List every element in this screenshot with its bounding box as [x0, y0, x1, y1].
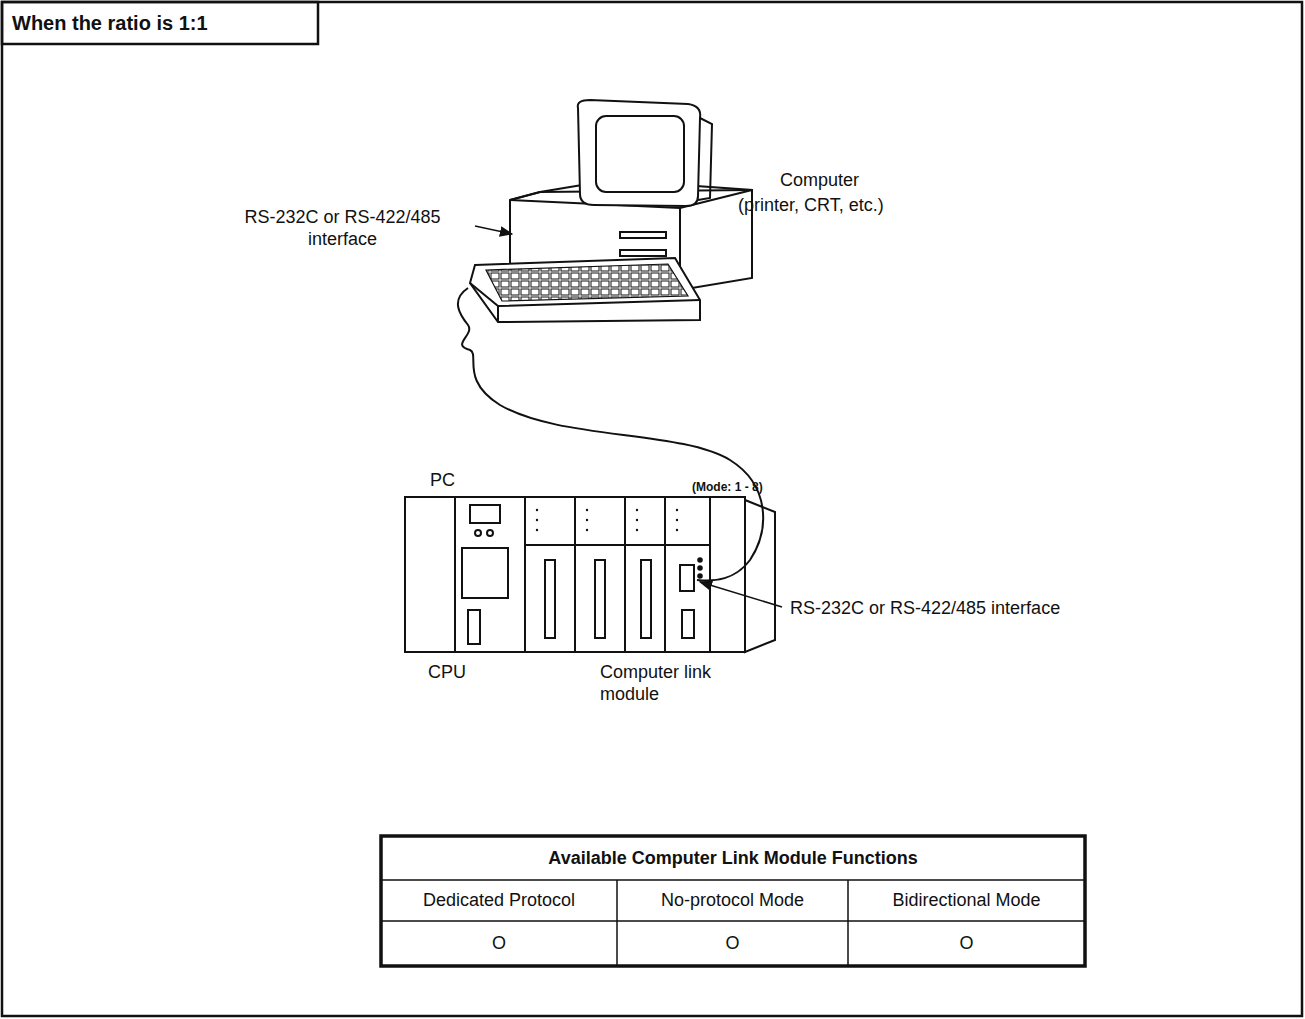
- table-header: Available Computer Link Module Functions: [381, 847, 1085, 869]
- part-label: PC: [430, 469, 470, 491]
- leader-arrow: [700, 582, 782, 607]
- table-cell: Bidirectional Mode: [848, 889, 1085, 911]
- part-label: CPU: [428, 661, 488, 683]
- table-cell: No-protocol Mode: [617, 889, 848, 911]
- table-cell: O: [381, 932, 617, 954]
- title: When the ratio is 1:1: [12, 12, 208, 34]
- mode-label: (Mode: 1 - 8): [692, 480, 802, 494]
- leader-arrow: [475, 226, 512, 234]
- interface-label: RS-232C or RS-422/485 interface: [790, 597, 1150, 619]
- pc-rack-drawing: [405, 497, 775, 652]
- computer-drawing: [470, 100, 752, 322]
- device-label: Computer: [780, 169, 900, 191]
- function-table: [381, 836, 1085, 966]
- part-label: Computer link module: [600, 661, 730, 705]
- table-cell: O: [617, 932, 848, 954]
- title-box: [2, 2, 318, 44]
- table-cell: O: [848, 932, 1085, 954]
- table-cell: Dedicated Protocol: [381, 889, 617, 911]
- cable: [458, 288, 763, 581]
- device-label: (printer, CRT, etc.): [738, 194, 938, 216]
- interface-label: RS-232C or RS-422/485 interface: [215, 206, 470, 250]
